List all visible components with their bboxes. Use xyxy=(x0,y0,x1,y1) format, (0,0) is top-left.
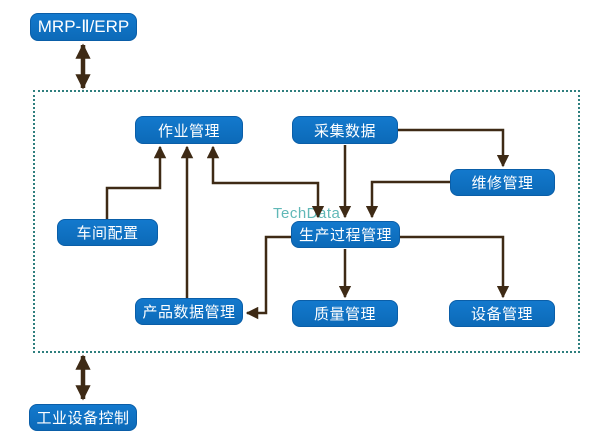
edge-process-to-product-data xyxy=(245,235,292,320)
node-quality-management: 质量管理 xyxy=(292,300,398,327)
edge-workshop-to-job xyxy=(105,145,167,219)
node-production-process-management: 生产过程管理 xyxy=(291,221,400,248)
node-equipment-management: 设备管理 xyxy=(449,300,555,327)
edge-collection-to-maintenance xyxy=(398,128,510,168)
edge-process-to-equipment xyxy=(400,235,510,299)
node-maintenance-management: 维修管理 xyxy=(450,169,555,196)
edge-maintenance-to-process xyxy=(365,180,450,219)
node-job-management: 作业管理 xyxy=(135,116,243,144)
node-product-data-management: 产品数据管理 xyxy=(135,298,243,325)
mes-boundary xyxy=(33,90,580,353)
node-workshop-configuration: 车间配置 xyxy=(57,219,158,246)
node-data-collection: 采集数据 xyxy=(292,116,398,144)
connectors xyxy=(105,128,510,320)
node-mrp-erp: MRP-Ⅱ/ERP xyxy=(30,13,137,41)
edge-process-job-bidirectional xyxy=(206,145,325,219)
node-industrial-equipment-control: 工业设备控制 xyxy=(29,404,137,431)
